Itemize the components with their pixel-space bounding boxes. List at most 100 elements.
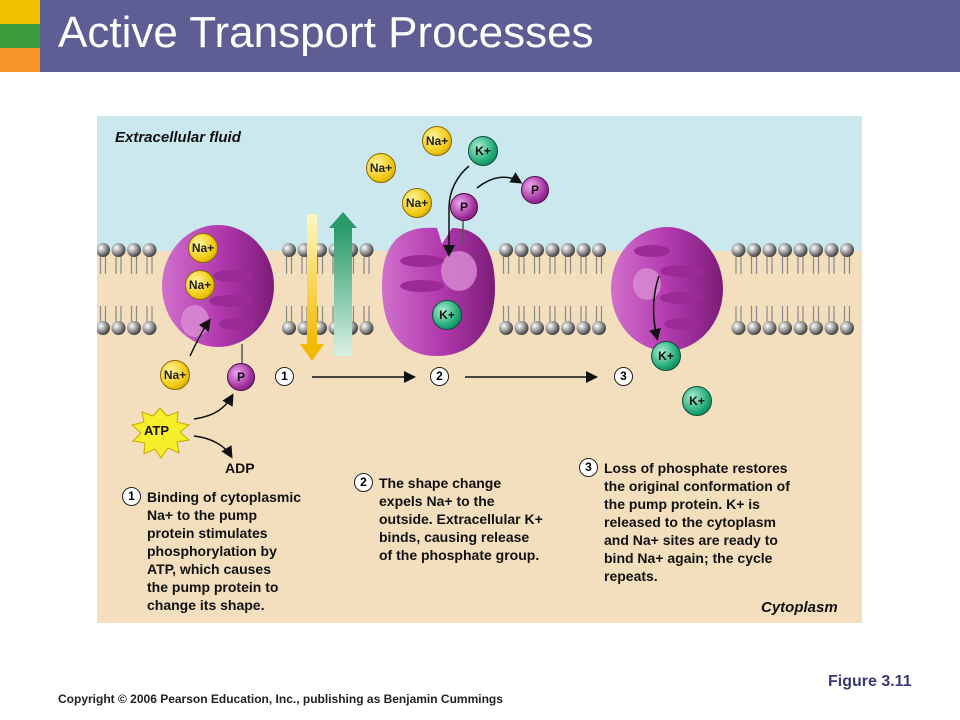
- caption-line: the pump protein. K+ is: [604, 496, 760, 512]
- phospholipid-head: [97, 243, 110, 257]
- phospholipid-head: [142, 243, 157, 257]
- title-bar: [40, 0, 960, 72]
- accent-stripe-yellow: [0, 0, 40, 24]
- phospholipid-head: [778, 243, 792, 257]
- caption-line: of the phosphate group.: [379, 547, 540, 563]
- slide-title: Active Transport Processes: [58, 8, 594, 57]
- caption-line: Binding of cytoplasmic: [147, 489, 302, 505]
- phospholipid-head: [127, 243, 141, 257]
- phospholipid-head: [545, 321, 560, 335]
- phospholipid-head: [359, 243, 374, 257]
- phospholipid-head: [809, 243, 823, 257]
- caption-line: phosphorylation by: [147, 543, 277, 559]
- concentration-arrow-up: [329, 212, 357, 356]
- potassium-ion: K+: [651, 341, 681, 371]
- lipid-bilayer: [97, 243, 854, 335]
- phospholipid-head: [747, 321, 761, 335]
- caption-line: Na+ to the pump: [147, 507, 258, 523]
- phospholipid-head: [282, 321, 296, 335]
- concentration-arrow-down: [300, 214, 324, 361]
- sodium-ion: Na+: [188, 233, 218, 263]
- phospholipid-head: [499, 243, 513, 257]
- phospholipid-head: [762, 321, 777, 335]
- caption-line: binds, causing release: [379, 529, 530, 545]
- copyright-notice: Copyright © 2006 Pearson Education, Inc.…: [58, 692, 503, 706]
- accent-stripe-orange: [0, 48, 40, 72]
- phospholipid-head: [840, 321, 854, 335]
- step-2-marker: 2: [430, 367, 449, 386]
- phospholipid-head: [127, 321, 141, 335]
- phospholipid-head: [778, 321, 792, 335]
- caption-line: repeats.: [604, 568, 658, 584]
- phospholipid-head: [530, 321, 544, 335]
- caption-line: protein stimulates: [147, 525, 268, 541]
- phosphate-release-arrow: [476, 172, 523, 189]
- phospholipid-head: [282, 243, 296, 257]
- atp-label: ATP: [144, 423, 170, 438]
- phospholipid-head: [592, 321, 606, 335]
- phospholipid-head: [545, 243, 560, 257]
- caption-line: the original conformation of: [604, 478, 790, 494]
- atp-phosphorylation-arrow: [193, 393, 234, 420]
- potassium-ion: K+: [432, 300, 462, 330]
- caption-line: outside. Extracellular K+: [379, 511, 543, 527]
- phosphate-group: P: [450, 193, 478, 221]
- sodium-potassium-pump-figure: Extracellular fluid Cytoplasm Na+ Na+ Na…: [97, 116, 862, 623]
- phospholipid-head: [561, 243, 575, 257]
- phospholipid-head: [731, 321, 746, 335]
- caption-line: Loss of phosphate restores: [604, 460, 788, 476]
- figure-label: Figure 3.11: [828, 673, 912, 690]
- phospholipid-head: [561, 321, 575, 335]
- step-3-caption: Loss of phosphate restores the original …: [604, 459, 790, 585]
- phospholipid-head: [97, 321, 110, 335]
- phospholipid-head: [747, 243, 761, 257]
- cytoplasm-label: Cytoplasm: [761, 599, 838, 616]
- step-3-marker: 3: [614, 367, 633, 386]
- potassium-binding-arrow: [443, 165, 470, 257]
- phospholipid-head: [499, 321, 513, 335]
- phospholipid-head: [142, 321, 157, 335]
- step-2-caption: The shape change expels Na+ to the outsi…: [379, 474, 543, 564]
- phospholipid-head: [514, 321, 529, 335]
- caption-line: bind Na+ again; the cycle: [604, 550, 773, 566]
- phospholipid-head: [809, 321, 823, 335]
- potassium-ion: K+: [682, 386, 712, 416]
- step-1-marker: 1: [275, 367, 294, 386]
- sodium-ion: Na+: [366, 153, 396, 183]
- sodium-ion: Na+: [422, 126, 452, 156]
- phospholipid-head: [111, 243, 126, 257]
- sodium-ion: Na+: [402, 188, 432, 218]
- caption-line: released to the cytoplasm: [604, 514, 776, 530]
- phospholipid-head: [731, 243, 746, 257]
- pump-protein-state-2: [382, 216, 495, 356]
- step-1-caption: Binding of cytoplasmic Na+ to the pump p…: [147, 488, 301, 614]
- extracellular-fluid-label: Extracellular fluid: [115, 129, 241, 146]
- phospholipid-head: [576, 321, 591, 335]
- phospholipid-head: [576, 243, 591, 257]
- caption-line: The shape change: [379, 475, 502, 491]
- phospholipid-head: [530, 243, 544, 257]
- adp-release-arrow: [193, 435, 233, 459]
- sodium-ion: Na+: [160, 360, 190, 390]
- potassium-ion: K+: [468, 136, 498, 166]
- caption-line: ATP, which causes: [147, 561, 271, 577]
- potassium-release-arrow: [649, 275, 661, 341]
- phospholipid-head: [824, 321, 839, 335]
- phospholipid-head: [514, 243, 529, 257]
- phospholipid-head: [840, 243, 854, 257]
- pump-protein-state-1: [162, 225, 274, 368]
- atp-starburst: [130, 407, 191, 459]
- phospholipid-head: [793, 243, 808, 257]
- sodium-ion: Na+: [185, 270, 215, 300]
- phospholipid-head: [592, 243, 606, 257]
- caption-line: and Na+ sites are ready to: [604, 532, 778, 548]
- phosphate-group: P: [521, 176, 549, 204]
- caption-line: change its shape.: [147, 597, 265, 613]
- phospholipid-head: [824, 243, 839, 257]
- phospholipid-head: [359, 321, 374, 335]
- step-1-caption-number: 1: [122, 487, 141, 506]
- phospholipid-head: [111, 321, 126, 335]
- phospholipid-head: [762, 243, 777, 257]
- adp-label: ADP: [225, 460, 255, 476]
- caption-line: expels Na+ to the: [379, 493, 495, 509]
